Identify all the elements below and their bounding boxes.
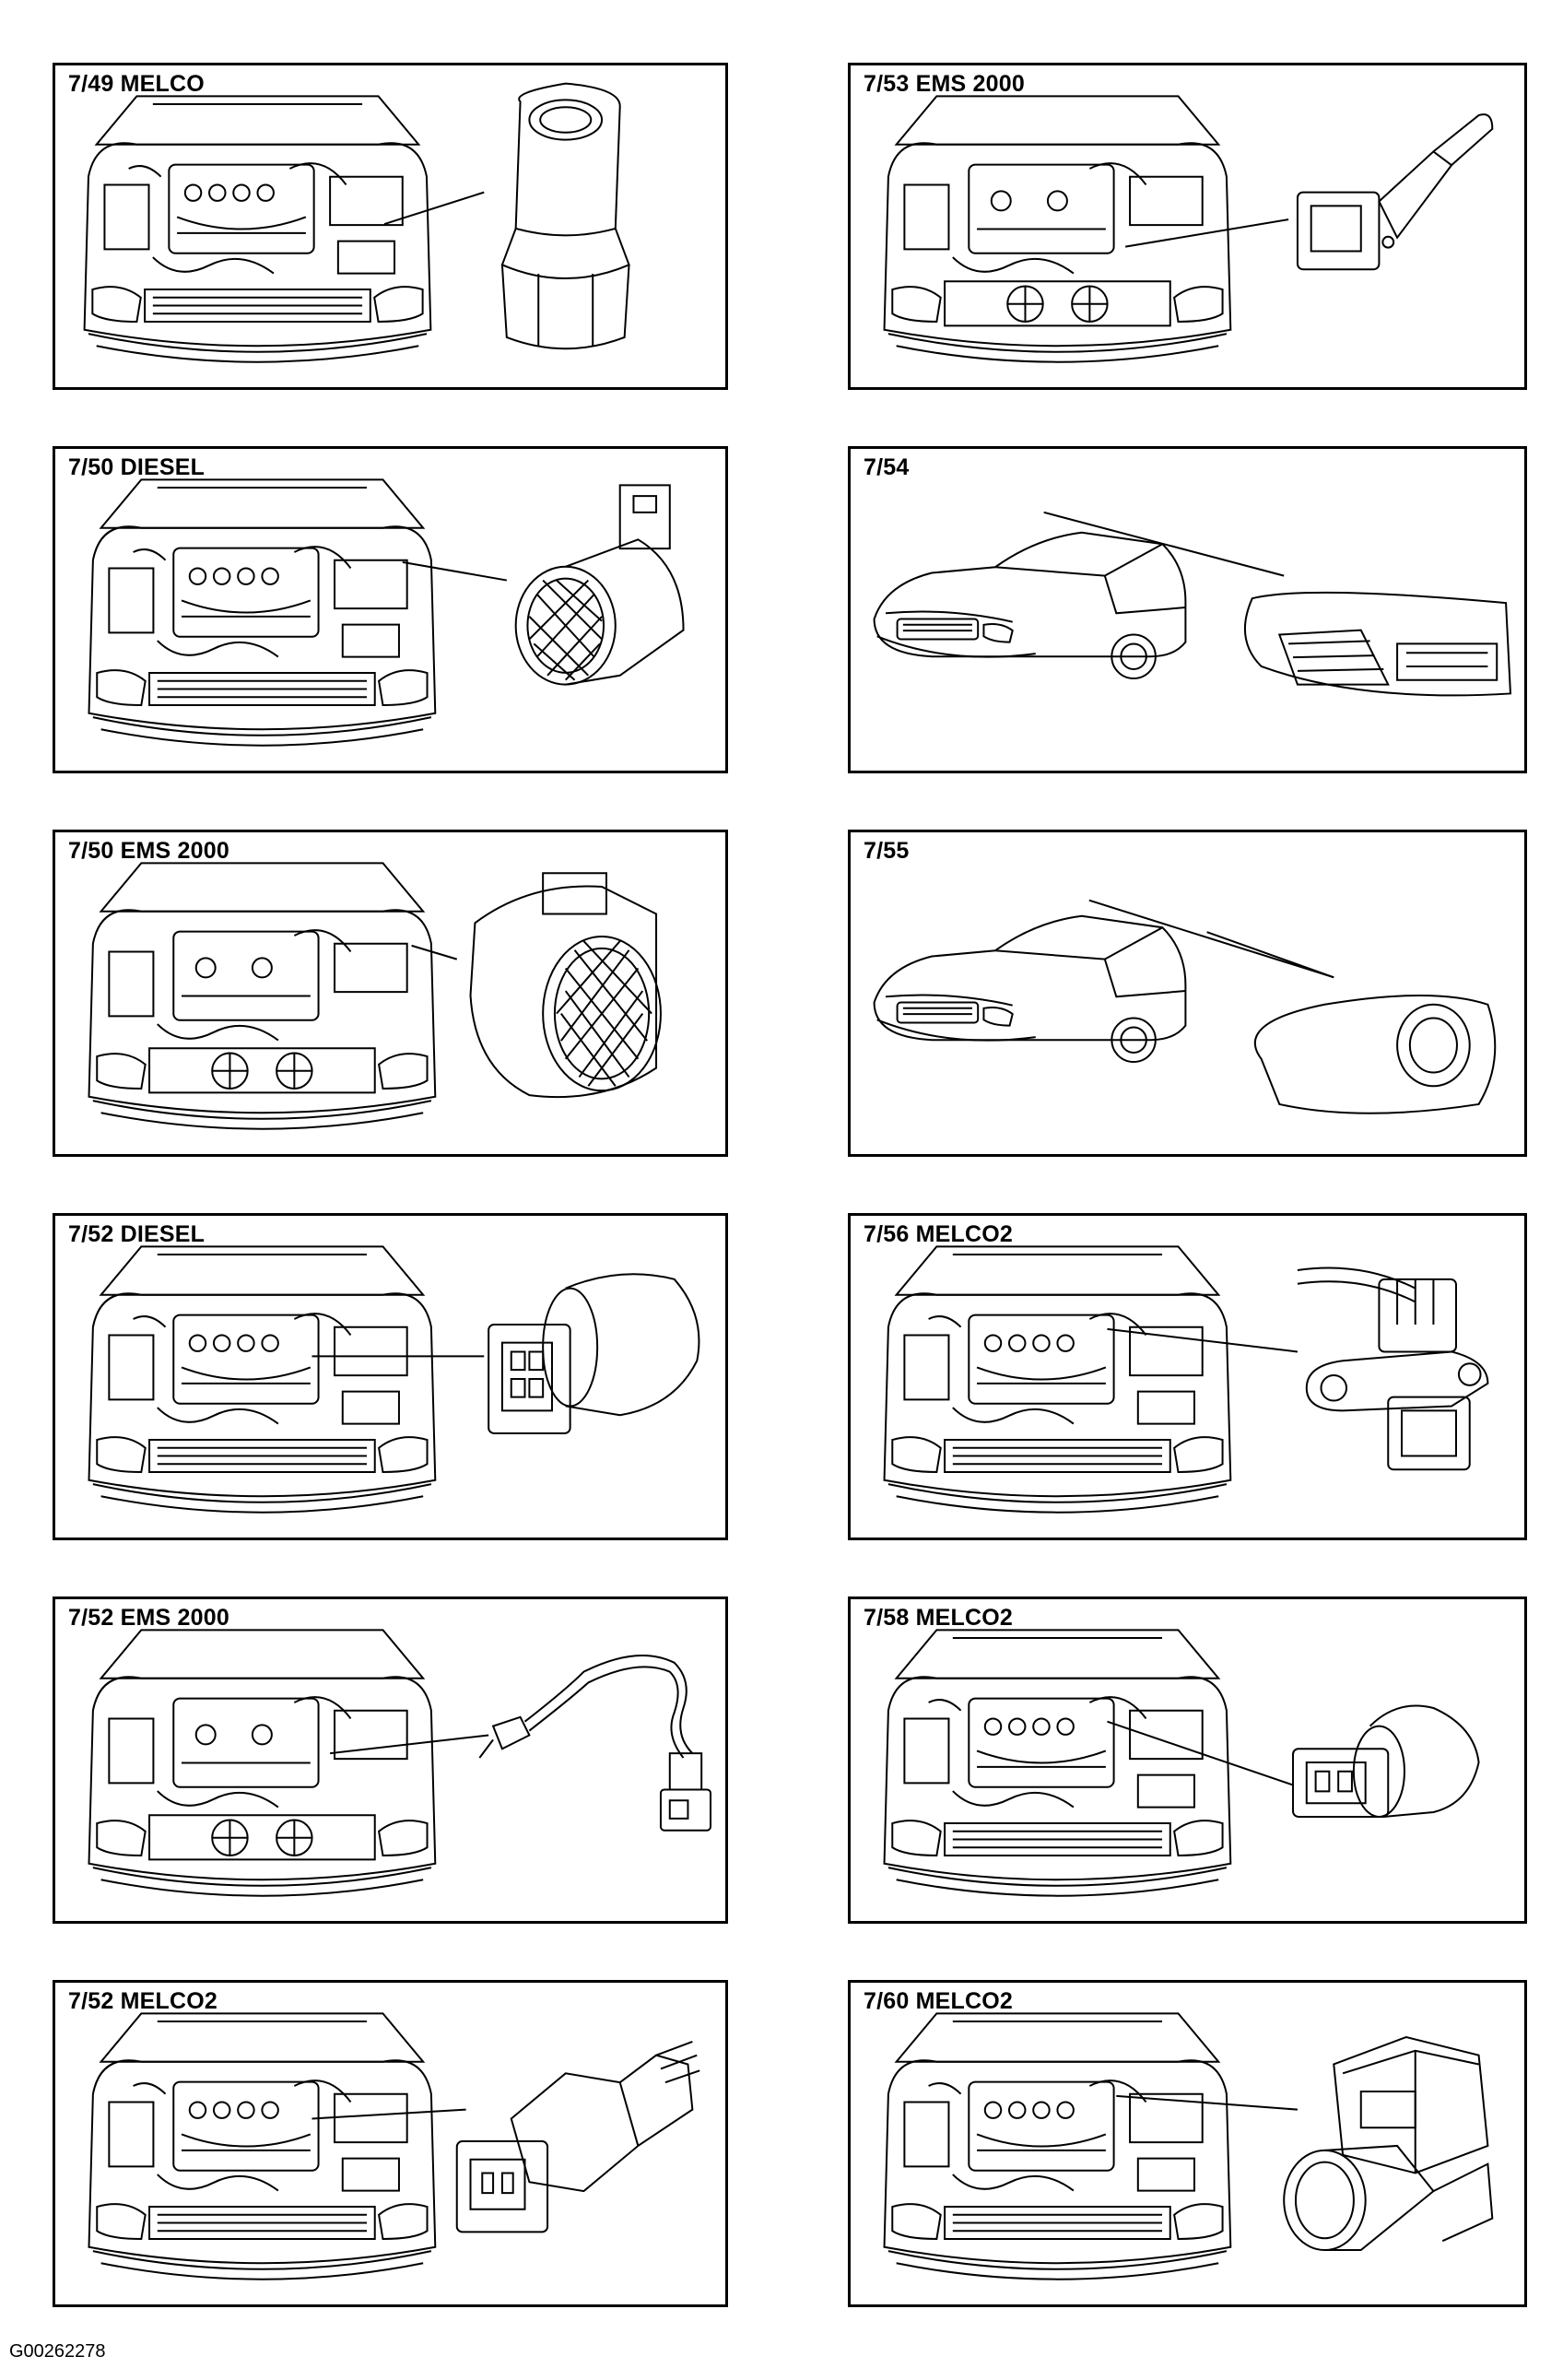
panel-label: 7/54 bbox=[864, 454, 910, 480]
panel-7-50-diesel: 7/50 DIESEL bbox=[53, 446, 728, 773]
panel-7-53-ems-2000: 7/53 EMS 2000 bbox=[848, 63, 1527, 390]
panel-label: 7/52 DIESEL bbox=[68, 1221, 206, 1247]
temperature-sensor-illustration bbox=[488, 1274, 699, 1433]
temperature-sensor-illustration bbox=[457, 2042, 699, 2232]
figure-code: G00262278 bbox=[9, 2341, 106, 2362]
panel-label: 7/53 EMS 2000 bbox=[864, 71, 1025, 97]
panel-label: 7/52 MELCO2 bbox=[68, 1988, 217, 2014]
callout-line bbox=[1107, 1329, 1297, 1352]
callout-line bbox=[384, 193, 484, 224]
mirror-sensor-illustration bbox=[1255, 996, 1495, 1113]
callout-line bbox=[330, 1735, 488, 1753]
temperature-sensor-illustration bbox=[1298, 114, 1492, 269]
crankshaft-sensor-illustration bbox=[1298, 1268, 1487, 1470]
air-mass-meter-illustration bbox=[516, 485, 684, 684]
engine-bay-illustration bbox=[88, 1245, 725, 1514]
panel-label: 7/50 EMS 2000 bbox=[68, 838, 229, 864]
callout-line bbox=[1107, 1722, 1293, 1785]
car-illustration bbox=[873, 832, 1524, 1154]
panel-7-60-melco2: 7/60 MELCO2 bbox=[848, 1980, 1527, 2307]
panel-label: 7/49 MELCO bbox=[68, 71, 205, 97]
air-flow-meter-illustration bbox=[1284, 2037, 1492, 2250]
temperature-sensor-illustration bbox=[1293, 1706, 1479, 1817]
panel-label: 7/55 bbox=[864, 838, 910, 864]
engine-bay-illustration bbox=[88, 1629, 725, 1897]
engine-bay-illustration bbox=[883, 1245, 1524, 1514]
panel-7-55: 7/55 bbox=[848, 830, 1527, 1157]
engine-bay-illustration bbox=[88, 862, 725, 1130]
panel-label: 7/52 EMS 2000 bbox=[68, 1605, 229, 1631]
panel-7-54: 7/54 bbox=[848, 446, 1527, 773]
engine-bay-illustration bbox=[883, 1629, 1524, 1897]
panel-label: 7/60 MELCO2 bbox=[864, 1988, 1013, 2014]
panel-7-50-ems-2000: 7/50 EMS 2000 bbox=[53, 830, 728, 1157]
pressure-switch-illustration bbox=[502, 84, 629, 349]
engine-bay-illustration bbox=[88, 2012, 725, 2280]
engine-bay-illustration bbox=[88, 478, 725, 747]
panel-label: 7/50 DIESEL bbox=[68, 454, 206, 480]
panel-7-52-ems-2000: 7/52 EMS 2000 bbox=[53, 1596, 728, 1924]
grille-closeup-illustration bbox=[1245, 593, 1510, 696]
air-mass-meter-illustration bbox=[471, 873, 661, 1097]
panel-label: 7/58 MELCO2 bbox=[864, 1605, 1013, 1631]
callout-line bbox=[1044, 513, 1285, 576]
panel-7-52-melco2: 7/52 MELCO2 bbox=[53, 1980, 728, 2307]
engine-bay-illustration bbox=[83, 65, 725, 363]
callout-line bbox=[311, 2110, 465, 2119]
callout-line bbox=[1125, 219, 1288, 246]
engine-bay-illustration bbox=[883, 95, 1524, 363]
car-illustration bbox=[873, 449, 1524, 771]
panel-label: 7/56 MELCO2 bbox=[864, 1221, 1013, 1247]
callout-line bbox=[1116, 2096, 1298, 2110]
callout-line bbox=[1089, 901, 1334, 978]
panel-7-56-melco2: 7/56 MELCO2 bbox=[848, 1213, 1527, 1540]
panel-7-49-melco: 7/49 MELCO bbox=[53, 63, 728, 390]
engine-bay-illustration bbox=[883, 2012, 1524, 2280]
callout-line bbox=[412, 946, 457, 960]
callout-line bbox=[403, 562, 507, 581]
panel-7-52-diesel: 7/52 DIESEL bbox=[53, 1213, 728, 1540]
temperature-sensor-cable-illustration bbox=[479, 1655, 711, 1831]
panel-7-58-melco2: 7/58 MELCO2 bbox=[848, 1596, 1527, 1924]
